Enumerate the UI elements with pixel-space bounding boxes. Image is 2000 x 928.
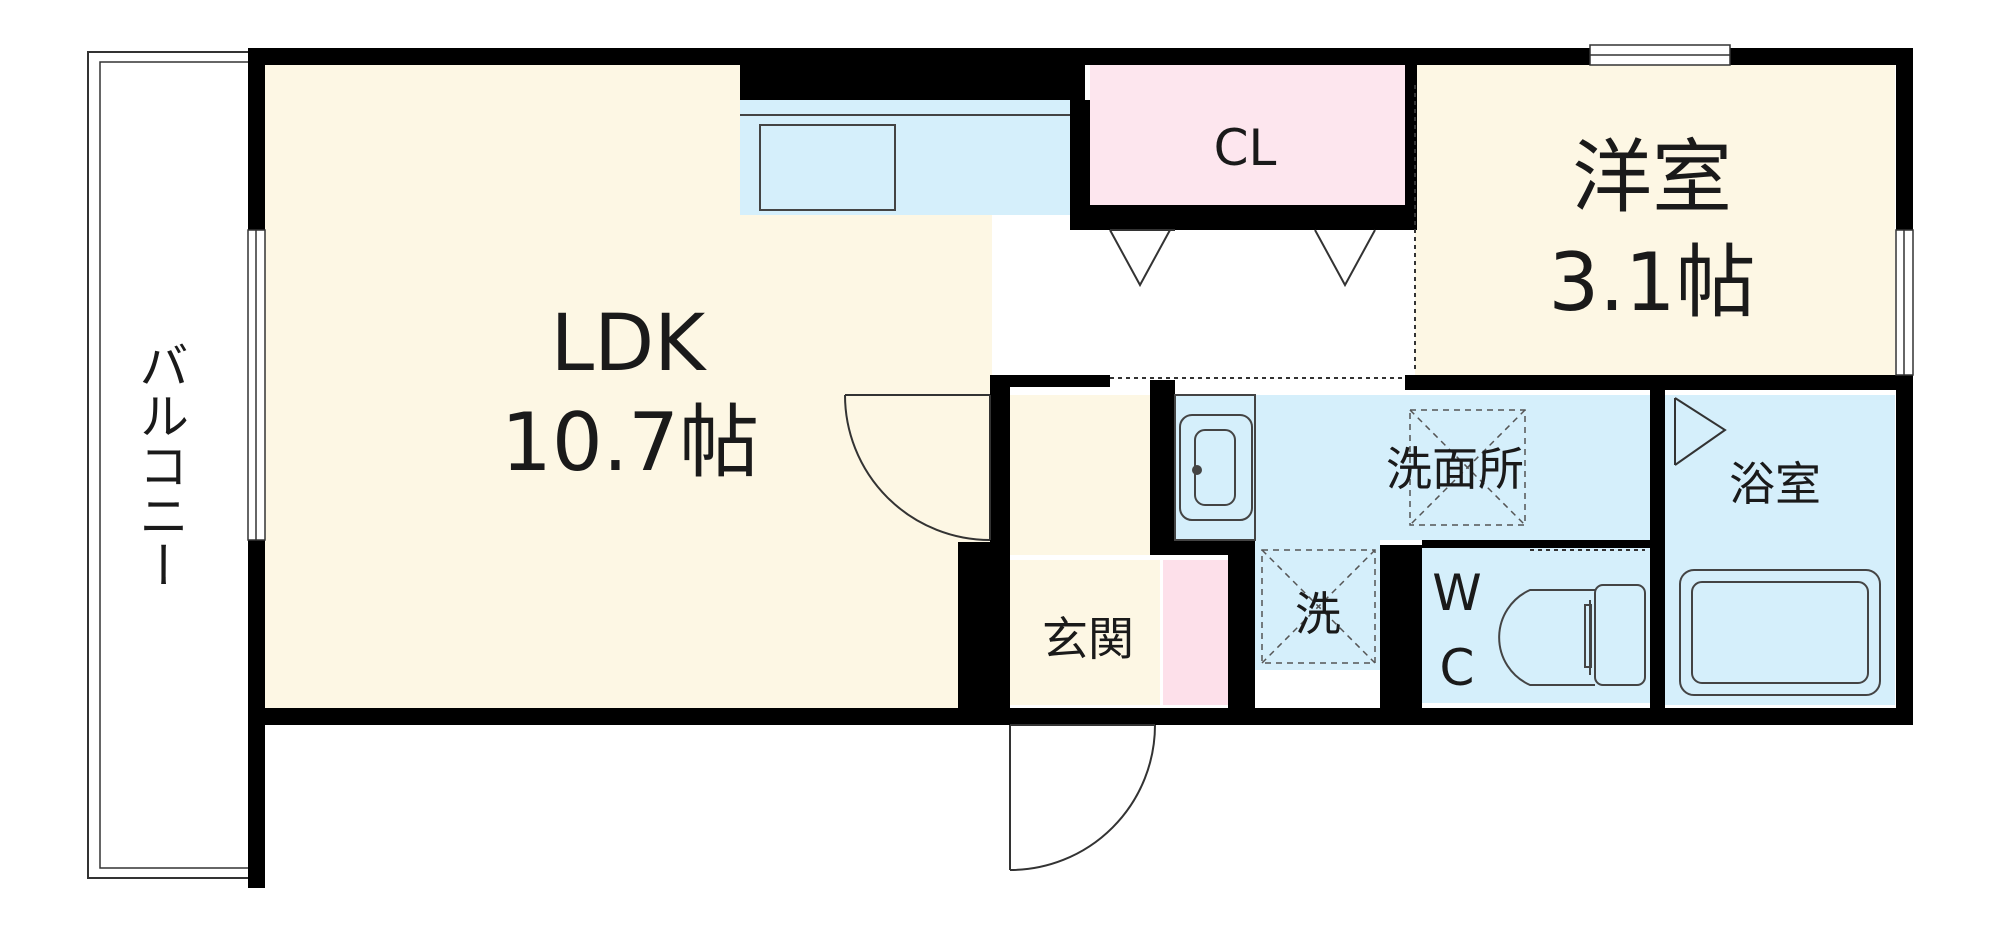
bathtub-icon xyxy=(1679,569,1881,696)
entrance-floor xyxy=(1010,560,1160,705)
closet-floor xyxy=(1090,65,1405,205)
western-room-name: 洋室 xyxy=(1572,131,1732,224)
windows xyxy=(247,44,1914,541)
entrance-label: 玄関 xyxy=(1042,612,1134,666)
wc-label-c: C xyxy=(1440,639,1475,697)
ldk-name: LDK xyxy=(551,299,708,389)
kitchen-sink xyxy=(740,114,1070,211)
kitchen-counter xyxy=(740,100,1070,215)
western-room-floor xyxy=(1415,65,1895,375)
entrance-hall-floor xyxy=(1010,395,1150,555)
bath-label: 浴室 xyxy=(1729,457,1821,511)
toilet-icon xyxy=(1498,584,1646,686)
bath-floor xyxy=(1665,395,1895,705)
wc-label-w: W xyxy=(1432,564,1481,622)
western-room-size: 3.1帖 xyxy=(1548,236,1755,329)
washer-marker xyxy=(1261,549,1376,664)
closet-label: CL xyxy=(1214,119,1277,177)
washroom-marker xyxy=(1409,409,1526,526)
ldk-size: 10.7帖 xyxy=(501,396,759,489)
wash-basin xyxy=(1174,394,1256,541)
balcony-label: バルコニー xyxy=(131,340,189,590)
doors xyxy=(844,85,1727,871)
balcony xyxy=(87,51,262,879)
wc-floor xyxy=(1422,548,1650,703)
shoe-box xyxy=(1163,560,1228,705)
room-labels: LDK 10.7帖 洋室 3.1帖 CL 洗面所 洗 浴室 W C 玄関 バルコ… xyxy=(131,119,1821,697)
walls xyxy=(248,48,1913,888)
washroom-label: 洗面所 xyxy=(1386,442,1524,496)
washer-label: 洗 xyxy=(1295,587,1341,641)
